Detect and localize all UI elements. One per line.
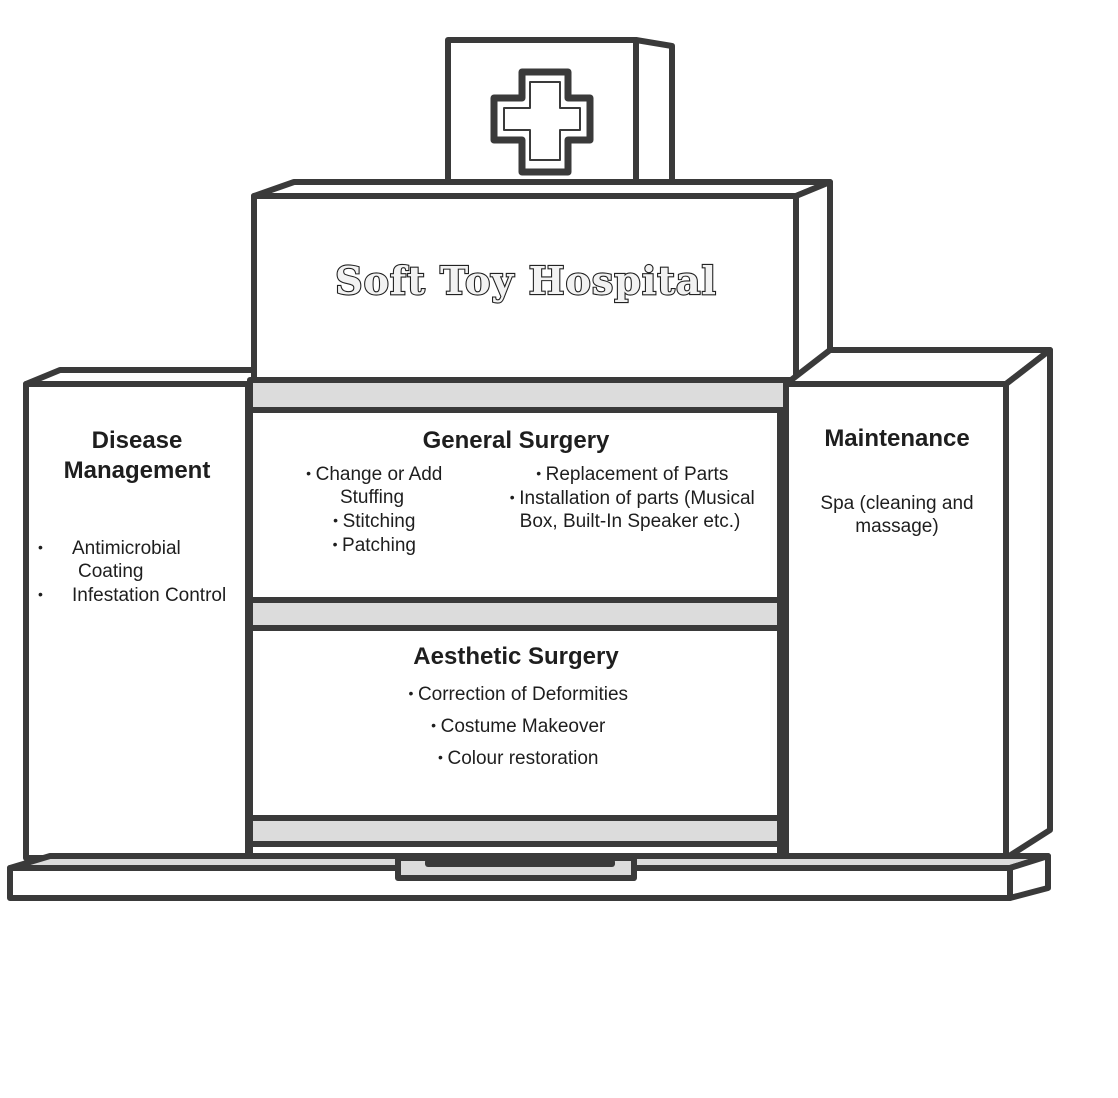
entrance-door-image (0, 0, 1118, 1098)
